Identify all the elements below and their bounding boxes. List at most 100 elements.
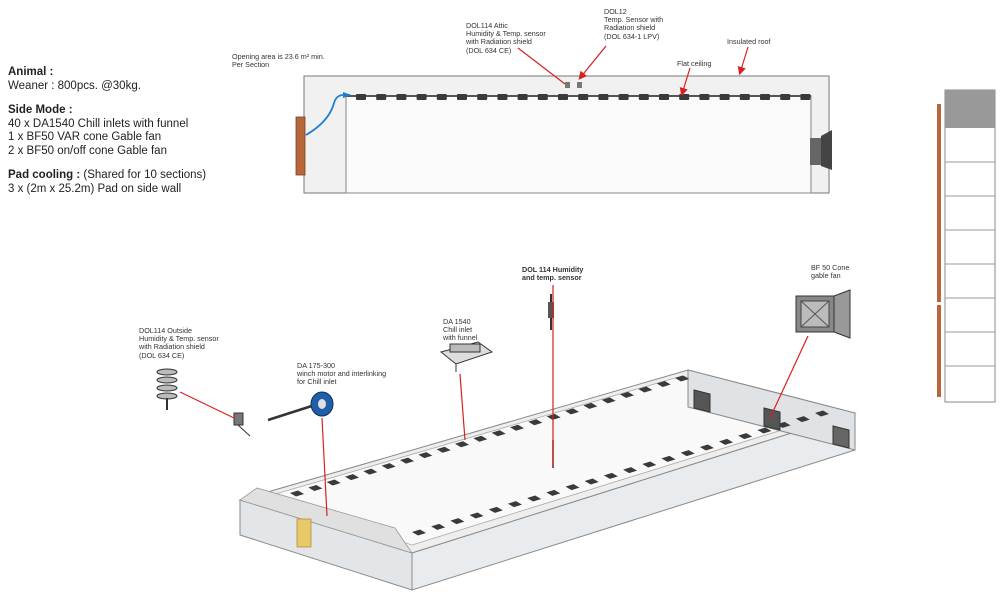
attic-line-2: Humidity & Temp. sensor [466,29,546,39]
dol12-line-2: Temp. Sensor with [604,15,664,25]
ceiling-inlet [537,94,548,100]
bf50-line-2: gable fan [811,271,841,281]
ceiling-inlet [396,94,407,100]
iso-inlet [583,402,598,409]
attic-sensor-label: DOL114 Attic Humidity & Temp. sensor wit… [466,21,546,55]
dol114-hum-line-2: and temp. sensor [522,273,582,283]
side-mode-line-1: 40 x DA1540 Chill inlets with funnel [8,117,189,130]
air-flow-pipe [305,93,351,136]
dol12-line-3: Radiation shield [604,23,656,33]
plan-pad-3 [937,305,941,397]
attic-line-4: (DOL 634 CE) [466,45,512,55]
iso-inlet [601,397,616,404]
ceiling-inlet [760,94,770,100]
da1540-line-1: DA 1540 [443,317,471,326]
dol114-humidity-label: DOL 114 Humidity and temp. sensor [522,265,584,283]
iso-inlet [680,450,695,457]
dol114-outside-label: DOL114 Outside Humidity & Temp. sensor w… [139,326,219,360]
ceiling-inlet [659,94,669,100]
outside-line-3: with Radiation shield [139,342,205,352]
iso-inlet [719,438,734,445]
da175-line-1: DA 175-300 [297,361,335,370]
iso-inlet [418,452,433,459]
plan-pad-1 [937,104,941,212]
callout-attic-line [517,47,566,85]
spec-block: Animal : Weaner : 800pcs. @30kg. Side Mo… [8,66,206,196]
callout-roof-line [737,46,749,76]
iso-inlet [412,529,426,536]
da175-winch-motor-icon [267,391,334,422]
iso-inlet [738,433,753,440]
section-room [345,95,812,194]
ceiling-inlet [578,94,589,100]
iso-inlet [565,484,580,491]
da1540-line-3: with funnel [443,333,478,343]
iso-inlet [757,427,772,434]
animal-heading: Animal : [8,66,54,78]
pad-note: (Shared for 10 sections) [80,169,207,181]
pad-cooling-heading: Pad cooling : (Shared for 10 sections) [8,169,206,183]
callout-ceiling-line [679,67,691,97]
iso-inlet [436,446,451,453]
section-view [295,45,832,194]
iso-inlet [381,463,396,470]
dol12-line-4: (DOL 634-1 LPV) [604,31,660,41]
iso-callouts [179,285,809,517]
insulated-roof-label: Insulated roof [727,37,771,46]
bf50-gable-fan-icon [795,289,851,339]
ceiling-inlet [638,94,649,100]
ceiling-inlet [558,94,568,100]
iso-gable-fans [693,389,850,449]
iso-house [238,369,857,591]
iso-inlet [450,518,465,525]
ceiling-inlet [800,94,811,100]
ceiling-inlet [719,94,730,100]
animal-value: Weaner : 800pcs. @30kg. [8,79,141,92]
ceiling-inlet [517,94,528,100]
ceiling-inlets [356,94,811,100]
side-mode-heading: Side Mode : [8,104,73,116]
dol12-label: DOL12 Temp. Sensor with Radiation shield… [604,7,664,41]
iso-inlet [469,512,484,519]
attic-line-1: DOL114 Attic [466,21,508,30]
iso-inlet [491,430,506,437]
da175-label: DA 175-300 winch motor and interlinking … [297,361,386,387]
outside-line-4: (DOL 634 CE) [139,350,185,360]
ceiling-inlet [416,94,427,100]
ceiling-inlet [356,94,366,100]
outside-sensor-post [233,412,251,437]
iso-inlet [507,501,522,508]
iso-inlet [815,410,829,417]
iso-inlet [510,424,524,431]
dol114-outside-sensor-icon [156,368,178,410]
da1540-label: DA 1540 Chill inlet with funnel [443,317,478,343]
iso-inlet [661,455,676,462]
iso-inlet [528,419,543,426]
iso-inlet [584,478,599,485]
da1540-chill-inlet-icon [439,341,494,372]
iso-inlet [623,467,638,474]
iso-inlet [656,380,671,387]
plan-view [937,89,996,403]
ceiling-inlet [376,94,387,100]
opening-area-label: Opening area is 23.6 m² min. Per Section [232,52,325,70]
dol114-hum-line-1: DOL 114 Humidity [522,265,584,274]
opening-line-1: Opening area is 23.6 m² min. [232,52,325,61]
iso-inlet [431,523,446,530]
iso-inlets [290,375,829,536]
iso-inlet [638,386,653,393]
iso-inlet [488,506,503,513]
iso-inlet [699,444,714,451]
ceiling-inlet [679,94,690,100]
ceiling-inlet [780,94,791,100]
opening-line-2: Per Section [232,60,270,70]
side-mode-line-2: 1 x BF50 VAR cone Gable fan [8,131,162,143]
iso-inlet [400,457,414,464]
ceiling-inlet [699,94,710,100]
ceiling-inlet [457,94,467,100]
side-pad [295,116,306,176]
pad-value: 3 x (2m x 25.2m) Pad on side wall [8,182,182,195]
iso-inlet [565,408,579,415]
ceiling-inlet [598,94,609,100]
plan-pad-2 [937,210,941,302]
